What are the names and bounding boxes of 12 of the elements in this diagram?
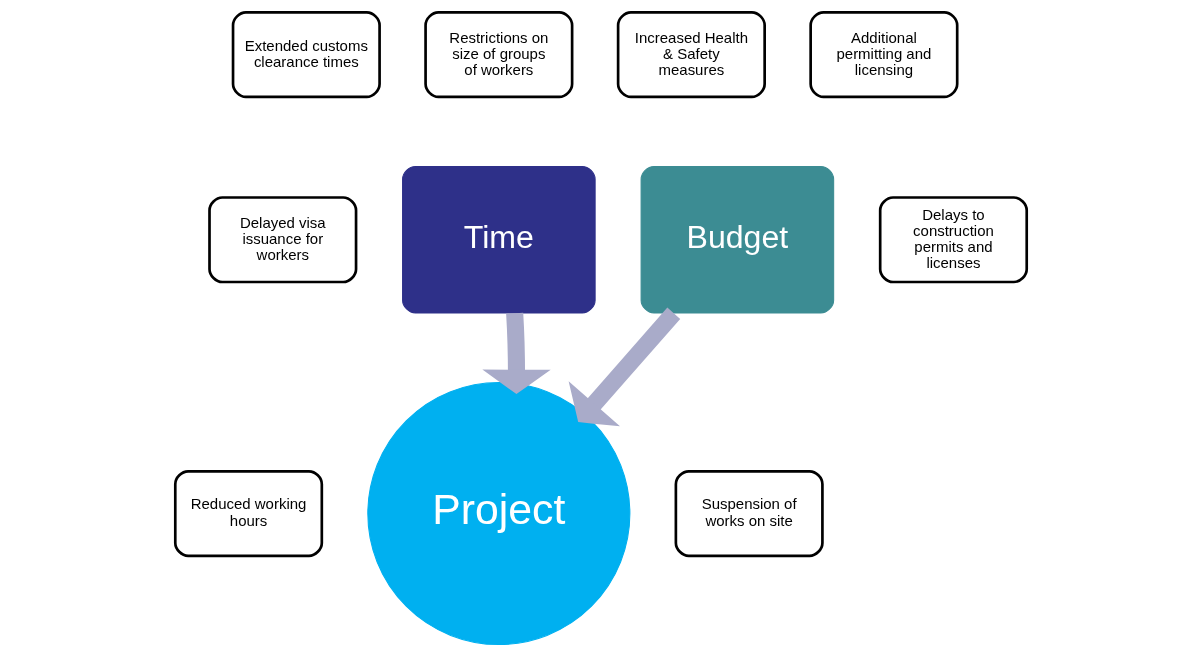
node-box: Increased Health & Safety measures	[616, 11, 766, 99]
node-box: Extended customs clearance times	[231, 11, 381, 99]
node-box: Time	[401, 165, 596, 314]
node-box: Delayed visa issuance for workers	[207, 196, 357, 284]
arrow	[568, 307, 680, 427]
node-box: Reduced working hours	[173, 469, 323, 558]
node-box: Restrictions on size of groups of workers	[423, 11, 573, 99]
node-box: Suspension of works on site	[674, 469, 824, 558]
node-box: Delays to construction permits and licenses	[878, 196, 1028, 284]
node-box: Additional permitting and licensing	[808, 11, 959, 99]
node-box: Budget	[640, 165, 834, 314]
arrow	[481, 312, 551, 395]
